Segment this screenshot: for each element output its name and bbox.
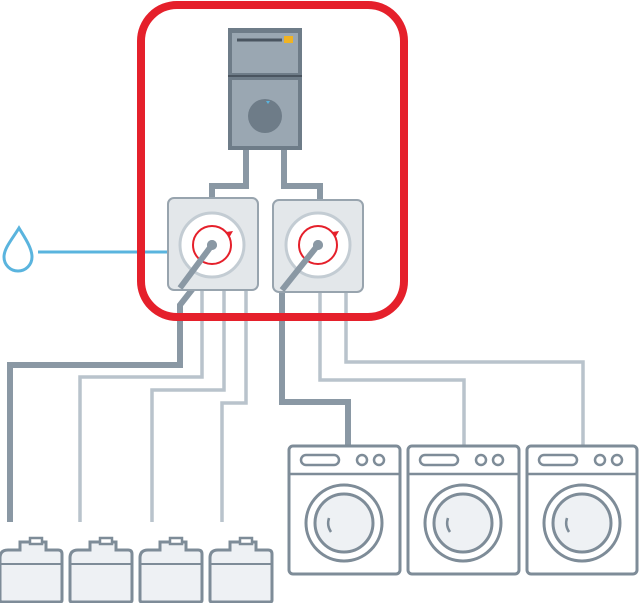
canister-line-1 bbox=[7, 280, 201, 522]
canister-line-2 bbox=[78, 282, 204, 522]
controller-status-led bbox=[284, 36, 293, 43]
washing-machine-icon bbox=[525, 444, 639, 576]
washing-machine-icon bbox=[287, 444, 402, 576]
washer-line-3 bbox=[344, 282, 585, 446]
chemical-canisters bbox=[0, 536, 274, 603]
chemical-canister-icon bbox=[0, 536, 64, 603]
canister-supply-lines bbox=[7, 280, 248, 522]
chemical-canister-icon bbox=[208, 536, 274, 603]
dispenser-controller-icon bbox=[228, 28, 302, 150]
dosing-system-enclosure bbox=[137, 1, 408, 321]
canister-line-3 bbox=[150, 282, 226, 522]
chemical-canister-icon bbox=[138, 536, 204, 603]
chemical-canister-icon bbox=[68, 536, 134, 603]
washing-machines bbox=[287, 444, 639, 576]
pump-internal-lines bbox=[177, 240, 323, 292]
canister-line-4 bbox=[220, 282, 248, 522]
washer-line-2 bbox=[318, 282, 466, 446]
washing-machine-icon bbox=[406, 444, 521, 576]
water-drop-icon bbox=[2, 225, 34, 273]
